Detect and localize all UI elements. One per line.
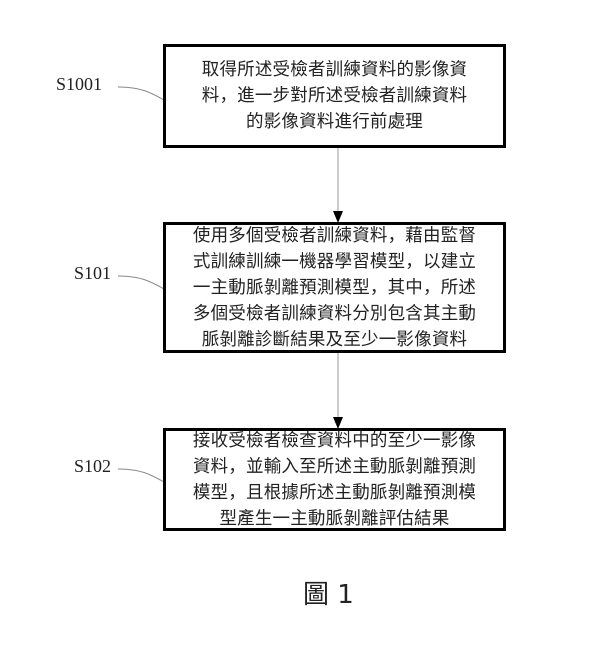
step-label-s102: S102 bbox=[74, 456, 112, 476]
step-label-s1001: S1001 bbox=[56, 74, 103, 94]
text-line: 使用多個受檢者訓練資料，藉由監督 bbox=[192, 225, 477, 246]
figure-caption: 圖 1 bbox=[303, 580, 354, 610]
step-box-s101: 使用多個受檢者訓練資料，藉由監督 式訓練訓練一機器學習模型，以建立 一主動脈剝離… bbox=[163, 222, 506, 353]
text-line: 取得所述受檢者訓練資料的影像資 bbox=[201, 60, 468, 80]
step-text: 使用多個受檢者訓練資料，藉由監督 式訓練訓練一機器學習模型，以建立 一主動脈剝離… bbox=[193, 223, 476, 353]
text-line: 多個受檢者訓練資料分別包含其主動 bbox=[192, 303, 477, 324]
text-line: 模型，且根據所述主動脈剝離預測模 bbox=[192, 482, 477, 503]
text-line: 的影像資料進行前處理 bbox=[246, 112, 423, 132]
leader-line-s102 bbox=[117, 468, 165, 483]
step-text: 取得所述受檢者訓練資料的影像資 料，進一步對所述受檢者訓練資料 的影像資料進行前… bbox=[202, 57, 468, 135]
step-box-s102: 接收受檢者檢查資料中的至少一影像 資料，並輸入至所述主動脈剝離預測 模型，且根據… bbox=[163, 428, 506, 531]
text-line: 式訓練訓練一機器學習模型，以建立 bbox=[192, 251, 477, 272]
text-line: 型產生一主動脈剝離評估結果 bbox=[219, 508, 450, 529]
step-text: 接收受檢者檢查資料中的至少一影像 資料，並輸入至所述主動脈剝離預測 模型，且根據… bbox=[193, 428, 476, 532]
text-line: 料，進一步對所述受檢者訓練資料 bbox=[201, 86, 468, 106]
text-line: 一主動脈剝離預測模型，其中，所述 bbox=[192, 277, 477, 298]
leader-line-s1001 bbox=[117, 86, 165, 101]
step-box-s1001: 取得所述受檢者訓練資料的影像資 料，進一步對所述受檢者訓練資料 的影像資料進行前… bbox=[163, 44, 506, 148]
text-line: 脈剝離診斷結果及至少一影像資料 bbox=[201, 329, 468, 350]
leader-line-s101 bbox=[117, 275, 165, 290]
text-line: 資料，並輸入至所述主動脈剝離預測 bbox=[192, 456, 477, 477]
text-line: 接收受檢者檢查資料中的至少一影像 bbox=[192, 430, 477, 451]
step-label-s101: S101 bbox=[74, 263, 112, 283]
